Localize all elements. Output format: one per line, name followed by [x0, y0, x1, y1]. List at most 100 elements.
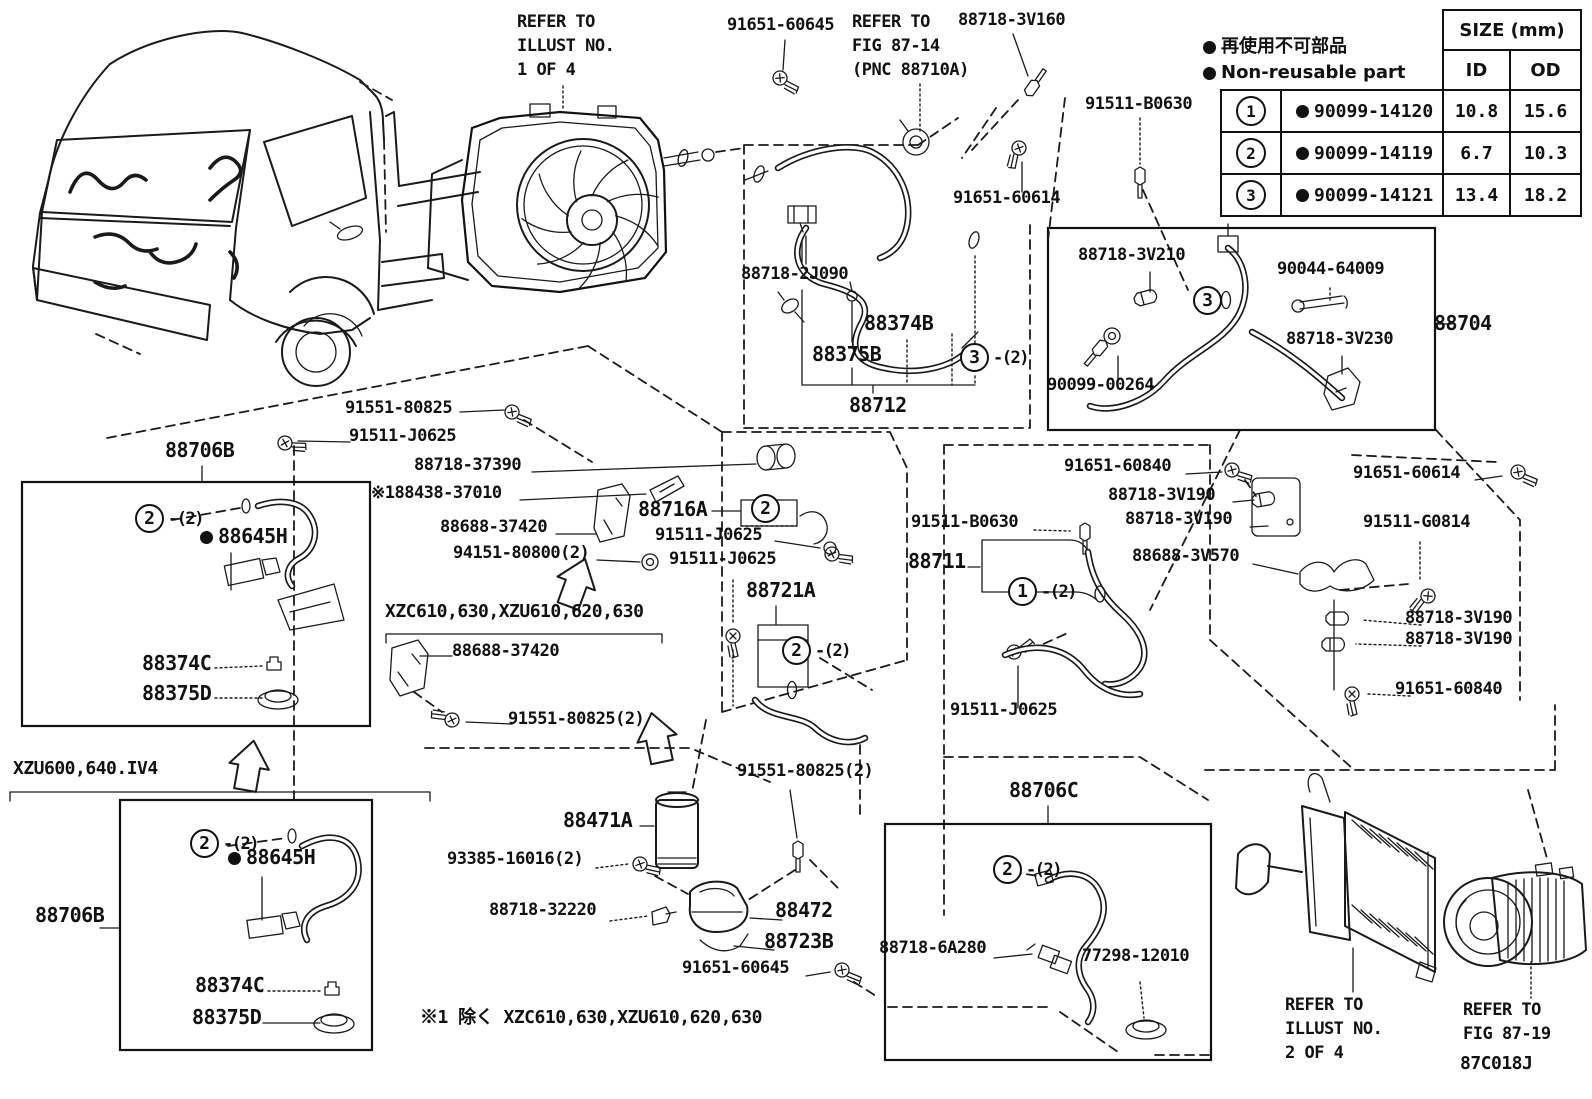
part-label: 91651-60614: [953, 188, 1061, 208]
part-label: 88718-32220: [489, 900, 597, 920]
table-row-num: 1: [1220, 89, 1282, 133]
liquid-tube-box-88704: [1046, 97, 1437, 611]
part-label: 88688-3V570: [1132, 546, 1240, 566]
part-label: 88721A: [746, 578, 816, 602]
part-label: 91651-60614: [1353, 463, 1461, 483]
size-table-header: SIZE (mm): [1442, 9, 1582, 51]
part-label: 88711: [908, 549, 966, 573]
truck-illustration: [32, 30, 481, 387]
condenser: [1235, 773, 1437, 993]
part-label: 88374C: [195, 973, 265, 997]
table-row-part: 90099-14119: [1280, 131, 1444, 175]
part-label: 88375D: [142, 681, 212, 705]
part-label: 88645H: [228, 847, 316, 868]
part-label: 91511-G0814: [1363, 512, 1471, 532]
refer-fig-87-14: REFER TO FIG 87-14 (PNC 88710A): [852, 12, 969, 80]
callout-qty: -(2): [815, 640, 851, 661]
part-label: 77298-12010: [1082, 946, 1190, 966]
size-table-col-id: ID: [1442, 49, 1511, 91]
part-label: 88712: [849, 393, 907, 417]
part-label: 91511-B0630: [911, 512, 1019, 532]
part-label: 88718-3V190: [1108, 485, 1216, 505]
callout-3: 3: [1193, 286, 1222, 315]
legend-en: Non-reusable part: [1221, 62, 1406, 83]
part-label: 91511-B0630: [1085, 94, 1193, 114]
discharge-hose-assembly: [744, 119, 982, 394]
non-reusable-legend: 再使用不可部品 Non-reusable part: [1203, 34, 1406, 86]
part-label: 88472: [775, 898, 833, 922]
part-label: 91651-60840: [1064, 456, 1172, 476]
tube-assembly-88711: [967, 459, 1301, 709]
part-label: 91551-80825(2): [737, 761, 874, 781]
part-label: 94151-80800(2): [453, 543, 590, 563]
part-label: 88718-3V190: [1125, 509, 1233, 529]
non-reusable-dot-icon: [1203, 40, 1216, 54]
variant-label: XZC610,630,XZU610,620,630: [385, 601, 644, 622]
table-row-part: 90099-14121: [1280, 173, 1444, 217]
part-label: 88718-3V190: [1405, 608, 1513, 628]
xzc-bracket-parts: [389, 639, 462, 730]
refer-illust-2: REFER TO ILLUST NO. 2 OF 4: [1285, 995, 1383, 1063]
part-label: 88706C: [1009, 778, 1079, 802]
callout-qty: -(2): [223, 833, 259, 854]
table-row-part: 90099-14120: [1280, 89, 1444, 133]
part-label: 88718-6A280: [879, 938, 987, 958]
non-reusable-dot-icon: [1296, 188, 1309, 202]
non-reusable-dot-icon: [1296, 146, 1309, 160]
refer-fig-87-19: REFER TO FIG 87-19: [1463, 1000, 1551, 1044]
callout-2: 2-(2): [993, 855, 1062, 884]
part-label: 91511-J0625: [669, 549, 777, 569]
part-label: 88471A: [563, 808, 633, 832]
callout-qty: -(2): [168, 508, 204, 529]
callout-3: 3-(2): [960, 343, 1029, 372]
variant-label: XZU600,640.IV4: [13, 758, 158, 779]
part-label: 88375D: [192, 1005, 262, 1029]
table-row-id: 13.4: [1442, 173, 1511, 217]
table-row-num: 2: [1220, 131, 1282, 175]
suction-hose-box-88706c: [883, 822, 1213, 1062]
part-label: 88645H: [200, 526, 288, 547]
part-label: 88704: [1434, 311, 1492, 335]
compressor: [1443, 862, 1587, 999]
part-label: 91651-60645: [727, 15, 835, 35]
part-label: 90044-64009: [1277, 259, 1385, 279]
part-label: 88718-3V160: [958, 10, 1066, 30]
drawing-code: 87C018J: [1460, 1053, 1533, 1074]
part-label: 88718-37390: [414, 455, 522, 475]
center-bracket-cluster: [275, 401, 873, 746]
part-label: 93385-16016(2): [447, 849, 584, 869]
part-label: 88375B: [812, 342, 882, 366]
part-label: 88374B: [864, 311, 934, 335]
size-table-col-od: OD: [1509, 49, 1582, 91]
part-label: 88706B: [165, 438, 235, 462]
part-label: 88374C: [142, 651, 212, 675]
fan-assembly: [427, 103, 745, 294]
non-reusable-dot-icon: [228, 852, 241, 865]
callout-circle: 2: [751, 494, 780, 523]
table-row-od: 15.6: [1509, 89, 1582, 133]
group-outlines: [106, 117, 1556, 1053]
table-row-num: 3: [1220, 173, 1282, 217]
non-reusable-dot-icon: [1203, 66, 1216, 80]
table-row-od: 10.3: [1509, 131, 1582, 175]
right-fastener-cluster: [1299, 454, 1541, 717]
part-label: 88706B: [35, 903, 105, 927]
non-reusable-dot-icon: [200, 531, 213, 544]
part-label: 90099-00264: [1047, 375, 1155, 395]
part-label: 91511-J0625: [349, 426, 457, 446]
pipe-box-88706b-upper: [20, 465, 372, 728]
callout-2: 2-(2): [782, 636, 851, 665]
part-label: 88688-37420: [452, 641, 560, 661]
callout-qty: -(2): [1026, 859, 1062, 880]
pipe-box-88706b-lower: [99, 798, 374, 1052]
callout-qty: -(2): [1041, 581, 1077, 602]
table-row-id: 6.7: [1442, 131, 1511, 175]
part-label: ※188438-37010: [371, 483, 502, 503]
callout-circle: 1: [1008, 577, 1037, 606]
callout-2: 2-(2): [135, 504, 204, 533]
part-label: 91511-J0625: [655, 525, 763, 545]
table-row-od: 18.2: [1509, 173, 1582, 217]
callout-circle: 2: [782, 636, 811, 665]
part-label: 88718-2J090: [741, 264, 849, 284]
